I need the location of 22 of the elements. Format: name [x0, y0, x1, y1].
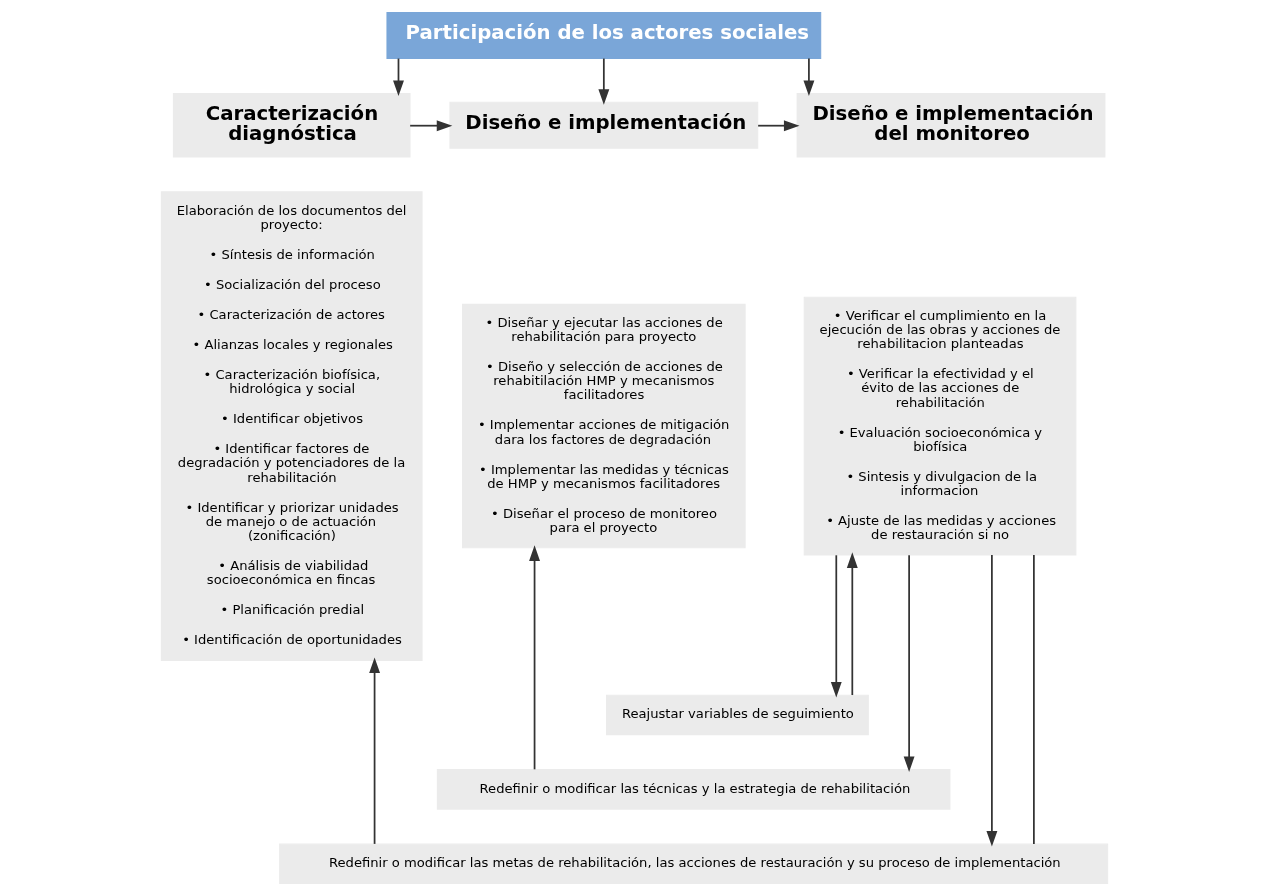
node-box: Redefinir o modificar las metas de rehabilitación, las acciones de restauración y su proceso de implementación: [279, 843, 1109, 885]
arrow: [529, 545, 540, 771]
arrow: [830, 554, 842, 698]
node-box: • Diseñar y ejecutar las acciones de rehabilitación para proyecto • Diseño y selección de acciones de rehabitilación HMP y mecanismos facilitadores • Implementar acciones de mitigación dara los factores de degradación • Implementar las medidas y técnicas de HMP y mecanismos facilitadores • Diseñar el proceso de monitoreo para el proyecto: [462, 303, 746, 549]
arrow: [803, 57, 815, 97]
connector: [1033, 554, 1035, 845]
node-box: Elaboración de los documentos del proyecto: • Síntesis de información • Socialización del proceso • Caracterización de actores • Alianzas locales y regionales • Caracterización biofísica, hidrológica y social • Identificar objetivos • Identificar factores de degradación y potenciadores de la rehabilitación • Identificar y priorizar unidades de manejo o de actuación (zonificación) • Análisis de viabilidad socioeconómica en fincas • Planificación predial • Identificación de oportunidades: [160, 191, 423, 661]
arrow: [369, 657, 381, 845]
node-box: Caracterización diagnóstica: [172, 92, 411, 158]
node-box: Participación de los actores sociales: [386, 11, 822, 59]
arrow: [903, 554, 915, 772]
arrow: [986, 554, 998, 847]
arrow: [846, 552, 858, 696]
arrow: [757, 120, 800, 132]
node-box: Diseño e implementación del monitoreo: [796, 92, 1106, 158]
node-box: Diseño e implementación: [449, 101, 759, 149]
arrow: [409, 120, 453, 132]
node-box: Reajustar variables de seguimiento: [606, 694, 869, 736]
node-box: • Verificar el cumplimiento en la ejecución de las obras y acciones de rehabilitacion planteadas • Verificar la efectividad y el évito de las acciones de rehabilitación • Evaluación socioeconómica y biofísica • Sintesis y divulgacion de la informacion • Ajuste de las medidas y acciones de restauración si no: [803, 296, 1077, 556]
arrow: [598, 57, 610, 105]
arrow: [393, 57, 404, 97]
node-box: Redefinir o modificar las técnicas y la estrategia de rehabilitación: [436, 769, 951, 810]
